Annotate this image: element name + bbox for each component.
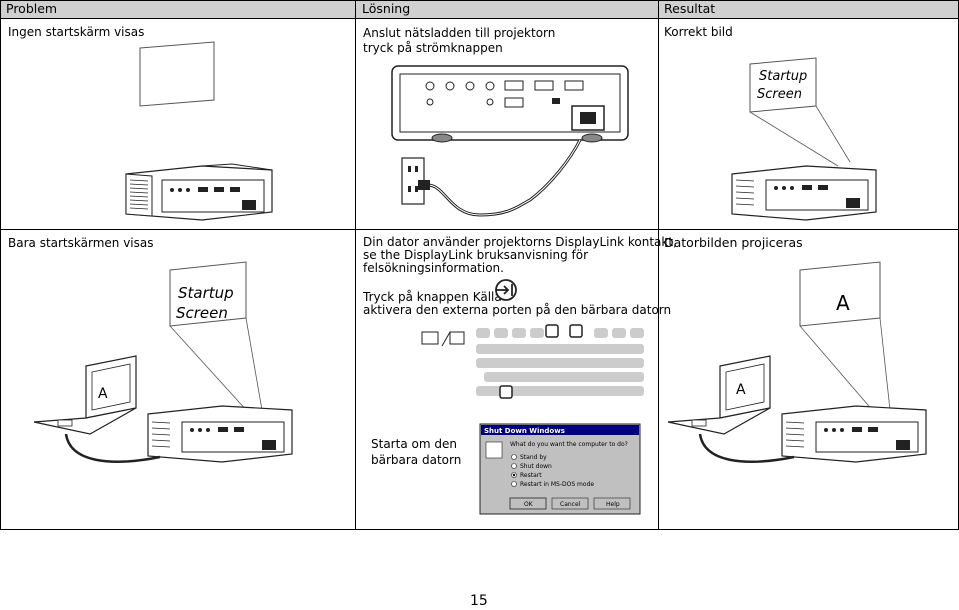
problem-screen-line2: Screen	[176, 304, 228, 322]
row2-solution-p1-line2: se the DisplayLink bruksanvisning för	[363, 248, 589, 262]
dialog-ok-button: OK	[524, 501, 534, 508]
shut-down-dialog: Shut Down Windows What do you want the c…	[479, 423, 641, 515]
row2-solution-p2-line1: Tryck på knappen Källa	[363, 290, 502, 304]
dialog-option-restart-dos: Restart in MS-DOS mode	[520, 481, 594, 488]
page-number: 15	[470, 593, 488, 609]
row1-solution-line1: Anslut nätsladden till projektorn	[363, 26, 556, 40]
table-header-background	[1, 1, 958, 18]
troubleshooting-table: Problem Lösning Resultat Ingen startskär…	[0, 0, 959, 530]
dialog-help-button: Help	[606, 501, 620, 508]
laptop-letter: A	[98, 386, 108, 402]
blank-screen-illustration	[139, 41, 215, 107]
row1-result: Korrekt bild	[664, 25, 733, 39]
row1-solution-line2: tryck på strömknappen	[363, 41, 503, 55]
power-cord-illustration	[401, 139, 582, 217]
header-divider	[0, 18, 959, 19]
result-screen-line1: Startup	[759, 69, 807, 84]
result-laptop-letter: A	[736, 382, 746, 398]
row1-problem: Ingen startskärm visas	[8, 25, 145, 39]
restart-laptop-line2: bärbara datorn	[371, 453, 462, 467]
projector-rear-panel-illustration	[391, 65, 629, 143]
laptop-keyboard-illustration	[421, 324, 644, 399]
row-divider	[0, 229, 959, 230]
row2-solution-p1-line3: felsökningsinformation.	[363, 261, 504, 275]
header-result: Resultat	[664, 1, 716, 16]
table-border-top	[0, 0, 959, 1]
column-divider-1	[355, 0, 356, 530]
row2-solution-p1-line1: Din dator använder projektorns DisplayLi…	[363, 235, 677, 249]
dialog-question: What do you want the computer to do?	[510, 441, 628, 448]
computer-image-projected-illustration: A A	[667, 261, 927, 463]
projector-illustration	[125, 163, 273, 221]
row2-solution-p2-line2: aktivera den externa porten på den bärba…	[363, 303, 672, 317]
column-divider-2	[658, 0, 659, 530]
table-border-bottom	[0, 529, 959, 530]
source-button-icon	[495, 279, 517, 301]
header-solution: Lösning	[362, 1, 411, 16]
dialog-option-shutdown: Shut down	[520, 463, 552, 470]
dialog-option-restart: Restart	[520, 472, 542, 479]
result-screen-line2: Screen	[757, 87, 802, 102]
only-startup-screen-illustration: Startup Screen A	[33, 261, 293, 463]
dialog-cancel-button: Cancel	[560, 501, 581, 508]
restart-laptop-line1: Starta om den	[371, 437, 457, 451]
table-border-left	[0, 0, 1, 530]
problem-screen-line1: Startup	[178, 284, 234, 302]
row2-problem: Bara startskärmen visas	[8, 236, 154, 250]
header-problem: Problem	[6, 1, 58, 16]
dialog-option-standby: Stand by	[520, 454, 547, 461]
dialog-title: Shut Down Windows	[484, 427, 565, 435]
row2-result: Datorbilden projiceras	[664, 235, 803, 250]
result-screen-letter: A	[836, 291, 850, 315]
correct-image-illustration: Startup Screen	[731, 57, 877, 221]
